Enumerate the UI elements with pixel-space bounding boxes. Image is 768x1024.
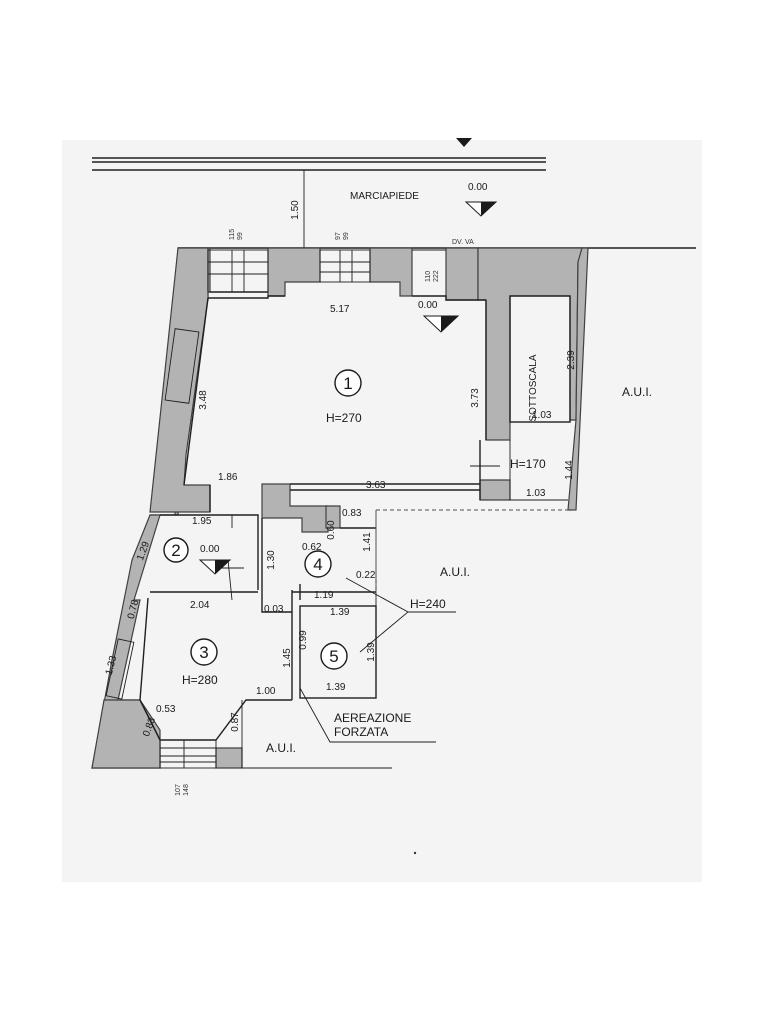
dim-97: 97 [335, 232, 342, 240]
dim-204: 2.04 [190, 600, 210, 611]
room-2-level-value: 0.00 [200, 544, 220, 555]
aui-bottom-label: A.U.I. [266, 741, 296, 755]
dim-078: 0.78 [126, 598, 141, 620]
north-marker-icon [456, 138, 472, 147]
dim-022: 0.22 [356, 570, 376, 581]
street-edge [92, 138, 546, 171]
dim-100: 1.00 [256, 686, 276, 697]
room-4-label: 4 [304, 550, 332, 578]
dim-139-c: 1.39 [326, 682, 346, 693]
room-3-height: H=280 [182, 673, 218, 687]
street-level-icon [464, 201, 498, 217]
dim-148: 148 [183, 784, 190, 796]
room-3-number: 3 [199, 643, 208, 662]
dim-103-a: 1.03 [532, 410, 552, 421]
room-1-number: 1 [343, 374, 352, 393]
room-1-label: 1 H=270 [326, 369, 362, 425]
entrance-steps-1 [207, 249, 269, 293]
dim-141: 1.41 [362, 532, 373, 552]
dim-144: 1.44 [564, 460, 575, 480]
dim-139-b: 1.39 [366, 642, 377, 662]
room-5-number: 5 [329, 647, 338, 666]
h240-label: H=240 [410, 597, 446, 611]
marciapiede-label: MARCIAPIEDE [350, 191, 419, 202]
dim-107: 107 [175, 784, 182, 796]
dim-517: 5.17 [330, 304, 350, 315]
dim-186: 1.86 [218, 472, 238, 483]
room-1-level-icon [422, 315, 460, 333]
room-2-label: 2 [163, 537, 189, 563]
dim-110: 110 [425, 271, 432, 282]
stair-height: H=170 [510, 457, 546, 471]
h240-leader: H=240 [345, 577, 456, 653]
dim-103-b: 1.03 [526, 488, 546, 499]
dim-130: 1.30 [266, 550, 277, 570]
dim-099: 0.99 [298, 630, 309, 650]
dim-087: 0.87 [230, 712, 241, 732]
room-3-label: 3 H=280 [182, 638, 218, 687]
room-2-level-icon [198, 559, 232, 575]
forzata-label: FORZATA [334, 725, 388, 739]
dim-150: 1.50 [290, 200, 301, 220]
room-5-label: 5 [320, 642, 348, 670]
dim-083-a: 0.83 [342, 508, 362, 519]
dim-062: 0.62 [302, 542, 322, 553]
room-2-number: 2 [171, 541, 180, 560]
aereazione-leader: AEREAZIONE FORZATA [299, 687, 436, 743]
dim-195: 1.95 [192, 516, 212, 527]
dim-348: 3.48 [198, 390, 209, 410]
room-4-number: 4 [313, 555, 322, 574]
small-marker-label: DV. VA [452, 239, 474, 246]
aui-right-label: A.U.I. [622, 385, 652, 399]
dim-373: 3.73 [470, 388, 481, 408]
room-1-level-value: 0.00 [418, 300, 438, 311]
room-outlines [105, 249, 576, 769]
dim-119: 1.19 [314, 590, 334, 601]
entrance-steps-2 [319, 249, 371, 283]
dim-99-b: 99 [343, 232, 350, 240]
dim-145: 1.45 [282, 648, 293, 668]
dim-060: 0.60 [326, 520, 337, 540]
dim-222: 222 [433, 270, 440, 282]
dim-053: 0.53 [156, 704, 176, 715]
stray-dot [413, 851, 417, 855]
dim-99-a: 99 [237, 232, 244, 240]
dim-363: 3.63 [366, 480, 386, 491]
entrance-steps-3 [159, 739, 217, 769]
dim-115: 115 [229, 229, 236, 240]
room-1-height: H=270 [326, 411, 362, 425]
dim-003: 0.03 [264, 604, 284, 615]
dim-239: 2.39 [566, 350, 577, 370]
dimensions: 115 99 97 99 110 222 DV. VA 5.17 3.48 3.… [104, 229, 577, 796]
aereazione-label: AEREAZIONE [334, 711, 411, 725]
dim-139-a: 1.39 [330, 607, 350, 618]
sottoscala-label: SOTTOSCALA [528, 354, 539, 421]
street-level-value: 0.00 [468, 182, 488, 193]
dim-133: 1.33 [104, 654, 119, 676]
aui-mid-label: A.U.I. [440, 565, 470, 579]
